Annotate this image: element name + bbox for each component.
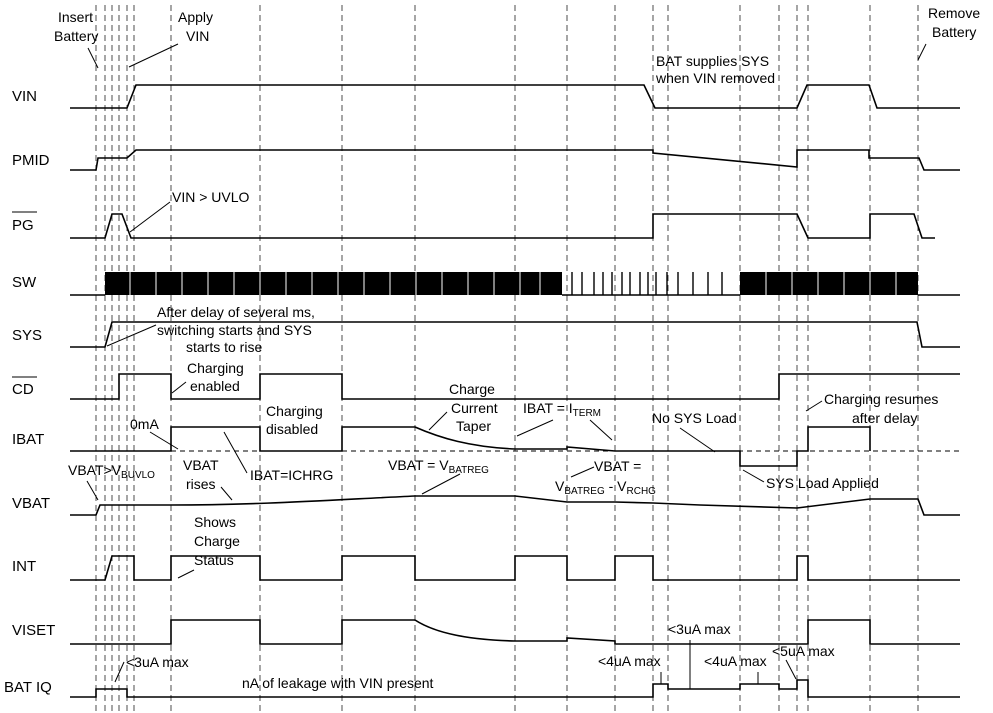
signal-label-bat-iq: BAT IQ — [4, 679, 52, 696]
note-resume-1: Charging resumes — [824, 391, 938, 407]
arrow-iterm-right — [589, 419, 613, 441]
note-ibat-ichrg: IBAT=ICHRG — [250, 467, 333, 483]
note-delay-2: switching starts and SYS — [157, 322, 312, 338]
signal-label-vin: VIN — [12, 88, 37, 105]
arrow-insert — [87, 47, 99, 69]
note-charging-disabled-2: disabled — [266, 421, 318, 437]
note-zero-ma: 0mA — [130, 416, 159, 432]
note-sys-load-applied: SYS Load Applied — [766, 475, 879, 491]
note-shows-3: Status — [194, 552, 234, 568]
ibat-waveform — [70, 426, 960, 467]
note-resume-2: after delay — [852, 410, 917, 426]
note-insert-battery-1: Insert — [58, 9, 93, 25]
pg-waveform — [70, 213, 935, 239]
note-taper-3: Taper — [456, 418, 491, 434]
arrow-zero-ma — [149, 431, 179, 450]
cd-waveform — [70, 373, 960, 400]
note-charging-enabled-2: enabled — [190, 378, 240, 394]
arrow-vbat-buvlo — [86, 480, 99, 501]
viset-waveform — [70, 619, 960, 645]
arrow-uvlo — [129, 201, 171, 233]
note-vbat-rises-1: VBAT — [183, 457, 219, 473]
int-waveform — [70, 555, 960, 581]
note-apply-vin-2: VIN — [186, 28, 209, 44]
annotations: Insert Battery Apply VIN Remove Battery … — [54, 5, 980, 691]
note-delay-1: After delay of several ms, — [157, 304, 315, 320]
note-apply-vin-1: Apply — [178, 9, 213, 25]
note-remove-battery-1: Remove — [928, 5, 980, 21]
arrow-charging-enabled — [171, 381, 187, 394]
note-charging-disabled-1: Charging — [266, 403, 323, 419]
arrow-delay — [106, 324, 157, 347]
note-iq-4ua-a: <4uA max — [598, 653, 661, 669]
note-no-sys-load: No SYS Load — [652, 410, 737, 426]
signal-label-pmid: PMID — [12, 152, 50, 169]
arrow-iterm-left — [516, 419, 554, 437]
note-taper-2: Current — [451, 400, 498, 416]
note-vin-uvlo: VIN > UVLO — [172, 189, 250, 205]
arrow-sys-load — [742, 469, 765, 483]
signal-label-int: INT — [12, 558, 36, 575]
note-iq-3ua: <3uA max — [126, 654, 189, 670]
sys-waveform — [70, 321, 960, 348]
batiq-waveform — [70, 679, 960, 698]
arrow-rchg — [570, 466, 595, 478]
note-vbat-buvlo: VBAT>VBUVLO — [68, 462, 155, 481]
arrow-apply — [128, 43, 179, 68]
arrow-no-sys-load — [679, 427, 716, 453]
note-bat-supplies-1: BAT supplies SYS — [656, 53, 769, 69]
pmid-waveform — [70, 149, 960, 171]
arrow-resume — [805, 400, 823, 412]
note-iq-4ua-b: <4uA max — [704, 653, 767, 669]
arrow-vbatreg — [421, 473, 461, 495]
sw-waveform — [70, 272, 960, 296]
note-vbatreg: VBAT = VBATREG — [388, 457, 489, 476]
signal-label-viset: VISET — [12, 622, 55, 639]
event-guides — [95, 5, 919, 713]
note-delay-3: starts to rise — [186, 339, 262, 355]
arrow-remove — [917, 43, 927, 61]
note-leakage: nA of leakage with VIN present — [242, 675, 434, 691]
note-vbat-rises-2: rises — [186, 476, 216, 492]
note-taper-1: Charge — [449, 381, 495, 397]
arrow-ichrg — [223, 431, 248, 474]
note-rchg-1: VBAT = — [594, 458, 641, 474]
note-remove-battery-2: Battery — [932, 24, 976, 40]
note-bat-supplies-2: when VIN removed — [655, 70, 775, 86]
arrow-shows — [177, 569, 195, 579]
vin-waveform — [70, 84, 960, 109]
arrow-iq-5ua — [785, 659, 797, 680]
note-iq-3ua-b: <3uA max — [668, 621, 731, 637]
signal-label-cd: CD — [12, 381, 34, 398]
note-iterm: IBAT = ITERM — [523, 400, 601, 419]
signal-label-ibat: IBAT — [12, 431, 44, 448]
note-charging-enabled-1: Charging — [187, 360, 244, 376]
vbat-waveform — [70, 495, 960, 516]
note-shows-1: Shows — [194, 514, 236, 530]
arrow-vbat-rises — [220, 486, 233, 501]
note-iq-5ua: <5uA max — [772, 643, 835, 659]
note-insert-battery-2: Battery — [54, 28, 98, 44]
note-shows-2: Charge — [194, 533, 240, 549]
note-rchg-2: VBATREG - VRCHG — [555, 478, 656, 497]
signal-label-sw: SW — [12, 274, 37, 291]
signal-label-sys: SYS — [12, 327, 42, 344]
arrow-iq-3ua — [114, 661, 125, 683]
signal-label-vbat: VBAT — [12, 495, 50, 512]
signal-label-pg: PG — [12, 217, 34, 234]
arrow-taper — [428, 411, 448, 431]
